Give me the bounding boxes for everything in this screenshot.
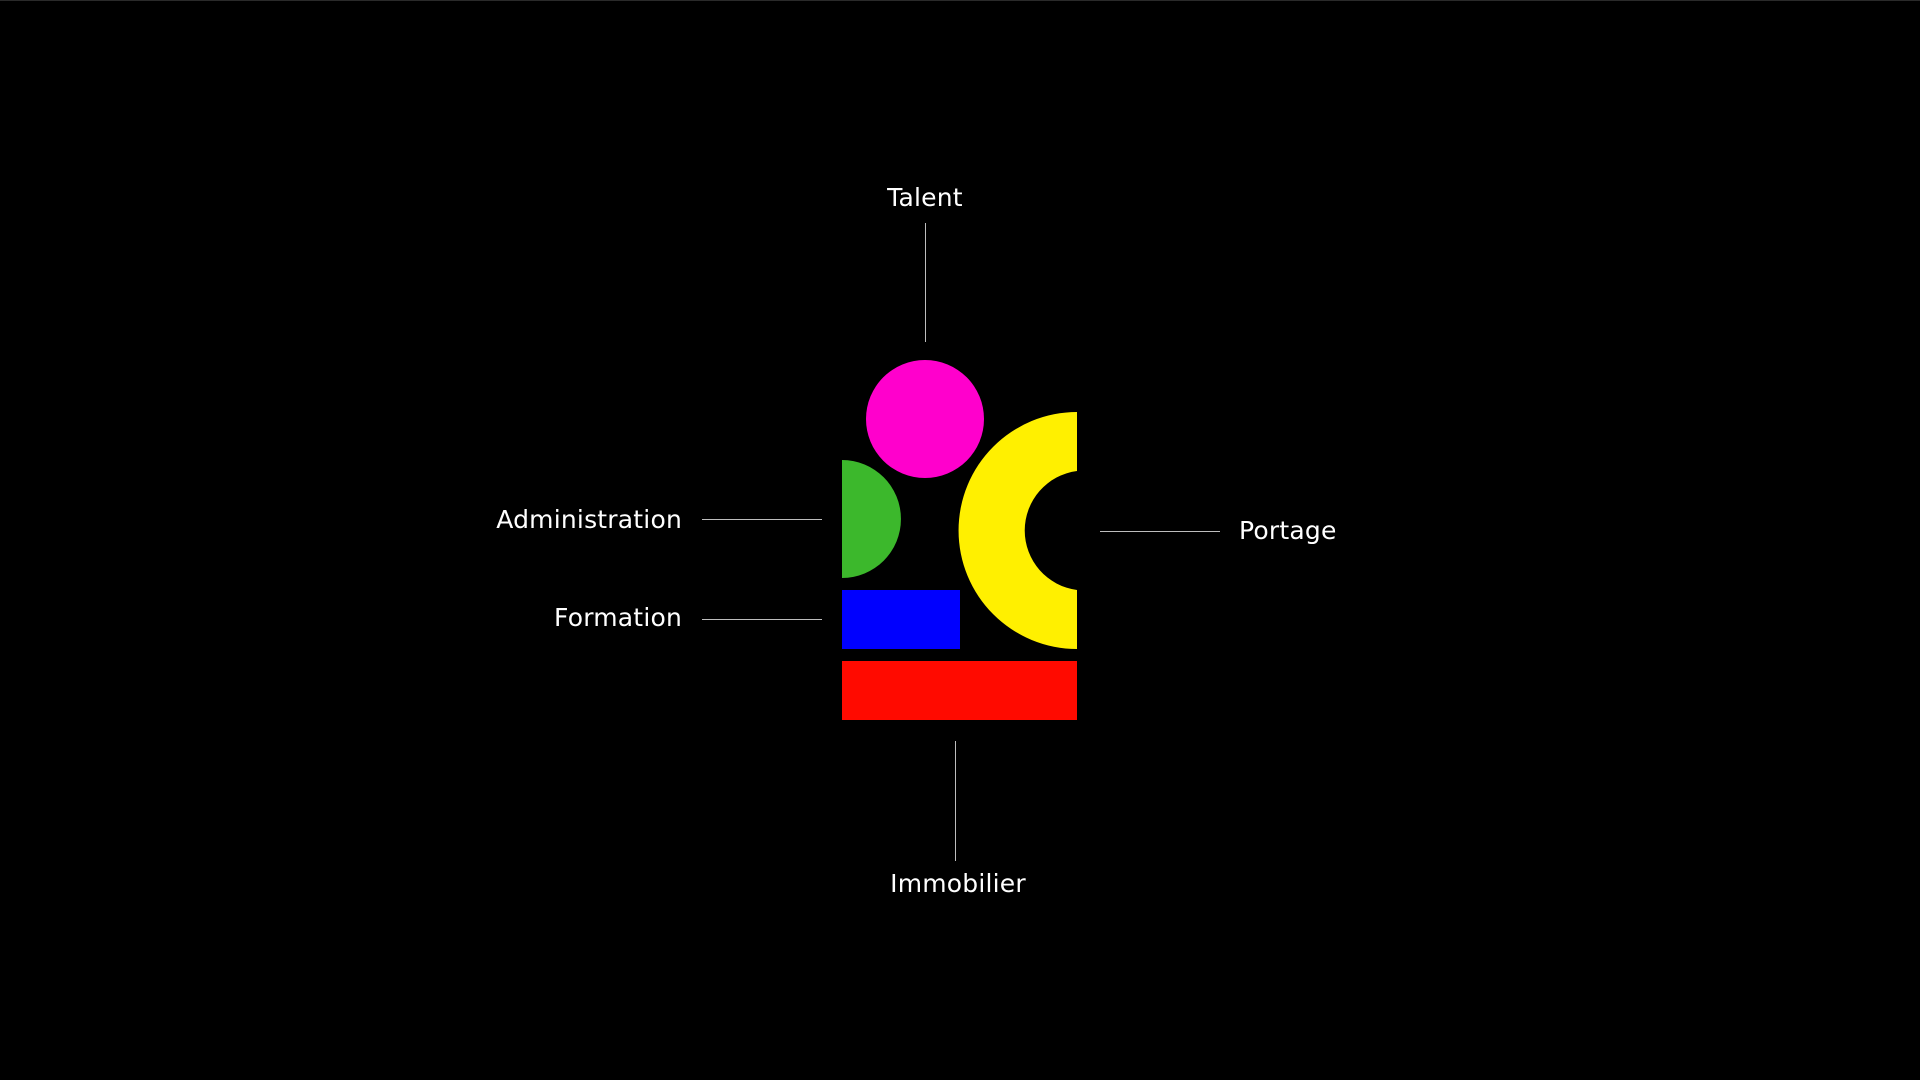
formation-label: Formation [554, 603, 682, 632]
administration-connector-line [702, 519, 822, 520]
portage-label: Portage [1239, 516, 1337, 545]
immobilier-connector-line [955, 741, 956, 861]
talent-connector-line [925, 223, 926, 342]
immobilier-label: Immobilier [890, 869, 1026, 898]
portage-connector-line [1100, 531, 1220, 532]
formation-rectangle-shape [842, 590, 960, 649]
talent-circle-shape [866, 360, 984, 478]
administration-half-circle-shape [842, 460, 901, 578]
portage-arc-shape [958, 412, 1077, 649]
top-border-line [0, 0, 1920, 1]
formation-connector-line [702, 619, 822, 620]
talent-label: Talent [887, 183, 963, 212]
immobilier-bar-shape [842, 661, 1077, 720]
administration-label: Administration [496, 505, 682, 534]
